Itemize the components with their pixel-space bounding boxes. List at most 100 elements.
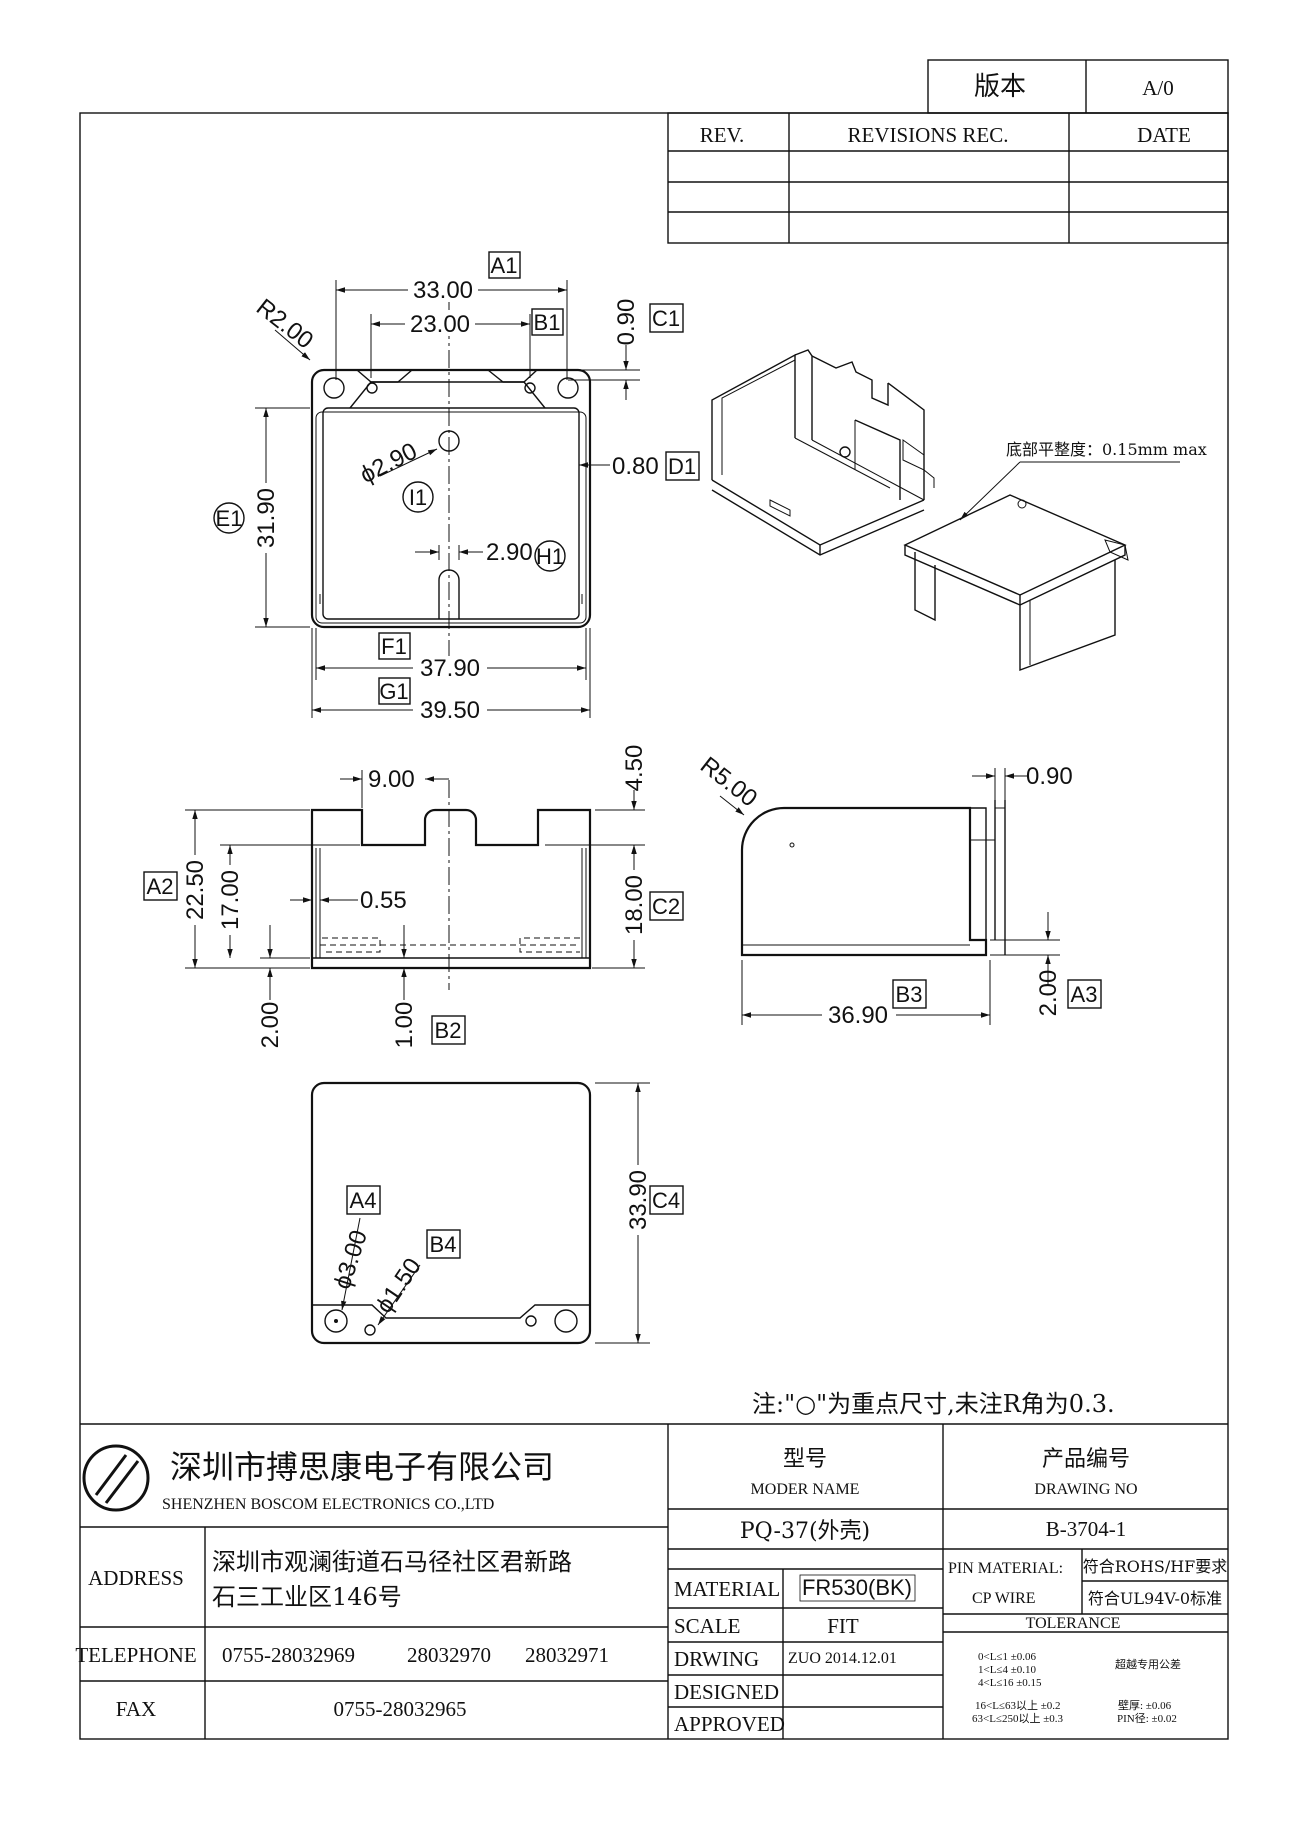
dim-0-90-side: 0.90 xyxy=(1026,763,1073,790)
side-view xyxy=(740,800,1006,957)
version-value: A/0 xyxy=(1142,76,1174,100)
company-logo xyxy=(82,1444,150,1512)
drwing-label: DRWING xyxy=(674,1647,759,1671)
tolerance-wall: 壁厚: ±0.06 xyxy=(1118,1698,1172,1712)
callout-C4: C4 xyxy=(652,1188,680,1213)
side-view-outline xyxy=(740,806,988,957)
flatness-note: 底部平整度：0.15mm max xyxy=(1006,440,1207,459)
callout-B3: B3 xyxy=(896,982,923,1007)
bottom-hole-right xyxy=(554,1309,578,1333)
telephone-label: TELEPHONE xyxy=(75,1643,196,1667)
company-name-cn: 深圳市搏思康电子有限公司 xyxy=(170,1448,554,1486)
general-note: 注:"○"为重点尺寸,未注R角为0.3. xyxy=(752,1390,1115,1418)
tolerance-row-3: 4<L≤16 ±0.15 xyxy=(978,1677,1042,1689)
callout-I1: I1 xyxy=(409,485,427,510)
bottom-hole-left xyxy=(324,1309,348,1333)
pin-wire-label: CP WIRE xyxy=(972,1590,1036,1607)
bottom-view xyxy=(310,1081,592,1345)
callout-H1: H1 xyxy=(536,544,564,569)
callouts-front: A2 B2 C2 xyxy=(143,871,684,1045)
pin-material-label: PIN MATERIAL: xyxy=(948,1560,1063,1577)
company-name-en: SHENZHEN BOSCOM ELECTRONICS CO.,LTD xyxy=(162,1496,494,1513)
callout-C1: C1 xyxy=(652,306,680,331)
dim-9-00: 9.00 xyxy=(368,766,415,793)
dim-0-90-top: 0.90 xyxy=(613,299,640,346)
dim-1-00: 1.00 xyxy=(391,1002,418,1049)
isometric-view-base xyxy=(903,494,1129,672)
telephone-3: 28032971 xyxy=(525,1643,609,1667)
material-label: MATERIAL xyxy=(674,1577,780,1601)
top-view xyxy=(310,292,592,660)
tolerance-row-2: 1<L≤4 ±0.10 xyxy=(978,1664,1036,1676)
callout-F1: F1 xyxy=(381,634,407,659)
dim-33: 33.00 xyxy=(413,277,473,304)
drawing-no-label-cn: 产品编号 xyxy=(1042,1447,1130,1472)
fax-label: FAX xyxy=(116,1697,156,1721)
callouts-top: A1 B1 C1 D1 E1 F1 G1 H1 I1 xyxy=(213,251,700,705)
model-label-cn: 型号 xyxy=(783,1447,827,1472)
dim-0-80: 0.80 xyxy=(612,453,659,480)
tolerance-row-4: 16<L≤63以上 ±0.2 xyxy=(975,1699,1061,1712)
drawing-no-label-en: DRAWING NO xyxy=(1034,1481,1137,1498)
callout-A1: A1 xyxy=(491,253,518,278)
drawing-frame xyxy=(79,112,1229,1740)
scale-value: FIT xyxy=(827,1614,859,1638)
dim-phi-3-00: ϕ3.00 xyxy=(329,1227,373,1293)
dim-23: 23.00 xyxy=(410,311,470,338)
callouts-bottom: A4 B4 C4 xyxy=(346,1185,684,1259)
rev-header: REV. xyxy=(700,123,745,147)
version-box: 版本 A/0 xyxy=(927,59,1229,114)
dim-2-90: 2.90 xyxy=(486,539,533,566)
tolerance-title: TOLERANCE xyxy=(1026,1615,1121,1632)
callout-A2: A2 xyxy=(147,874,174,899)
designed-label: DESIGNED xyxy=(674,1680,779,1704)
address-label: ADDRESS xyxy=(88,1566,184,1590)
approved-label: APPROVED xyxy=(674,1712,785,1736)
callout-B1: B1 xyxy=(534,310,561,335)
callout-D1: D1 xyxy=(668,454,696,479)
callout-C2: C2 xyxy=(652,894,680,919)
telephone-2: 28032970 xyxy=(407,1643,491,1667)
bottom-view-outline xyxy=(310,1081,592,1345)
dim-17-00: 17.00 xyxy=(217,870,244,930)
dim-31-90: 31.90 xyxy=(253,488,280,548)
dim-18-00: 18.00 xyxy=(621,875,648,935)
pin-wire-value: 符合UL94V-0标准 xyxy=(1088,1589,1222,1608)
tolerance-row-1: 0<L≤1 ±0.06 xyxy=(978,1651,1036,1663)
bottom-view-dimensions: 33.90 ϕ3.00 ϕ1.50 xyxy=(329,1082,652,1344)
dim-0-55: 0.55 xyxy=(360,887,407,914)
front-view xyxy=(310,780,592,990)
drwing-value: ZUO 2014.12.01 xyxy=(788,1650,897,1667)
pin-material-value: 符合ROHS/HF要求 xyxy=(1083,1557,1228,1576)
revisions-rec-header: REVISIONS REC. xyxy=(847,123,1008,147)
tolerance-row-5: 63<L≤250以上 ±0.3 xyxy=(972,1712,1063,1725)
scale-label: SCALE xyxy=(674,1614,741,1638)
drawing-no-value: B-3704-1 xyxy=(1046,1517,1127,1541)
tolerance-pin: PIN径: ±0.02 xyxy=(1117,1712,1177,1725)
dim-2-00-front: 2.00 xyxy=(257,1002,284,1049)
material-value: FR530(BK) xyxy=(802,1575,912,1600)
callout-E1: E1 xyxy=(216,506,243,531)
dim-39-50: 39.50 xyxy=(420,697,480,724)
address-line2: 石三工业区146号 xyxy=(212,1583,402,1611)
callout-B4: B4 xyxy=(430,1232,457,1257)
callout-A3: A3 xyxy=(1071,982,1098,1007)
revisions-table: REV. REVISIONS REC. DATE xyxy=(667,112,1229,244)
dim-R2: R2.00 xyxy=(251,294,318,355)
model-label-en: MODER NAME xyxy=(751,1481,860,1498)
dim-phi-1-50: ϕ1.50 xyxy=(371,1253,427,1318)
callout-B2: B2 xyxy=(435,1018,462,1043)
version-label: 版本 xyxy=(974,72,1026,102)
dim-37-90: 37.90 xyxy=(420,655,480,682)
tolerance-special: 超越专用公差 xyxy=(1115,1657,1181,1671)
telephone-1: 0755-28032969 xyxy=(222,1643,355,1667)
callouts-side: B3 A3 xyxy=(892,979,1102,1009)
dim-4-50: 4.50 xyxy=(621,745,648,792)
address-line1: 深圳市观澜街道石马径社区君新路 xyxy=(212,1548,572,1576)
top-view-outline xyxy=(310,368,592,629)
date-header: DATE xyxy=(1137,123,1191,147)
isometric-view-shell xyxy=(711,349,935,556)
flatness-callout: 底部平整度：0.15mm max xyxy=(959,440,1207,521)
fax-value: 0755-28032965 xyxy=(334,1697,467,1721)
